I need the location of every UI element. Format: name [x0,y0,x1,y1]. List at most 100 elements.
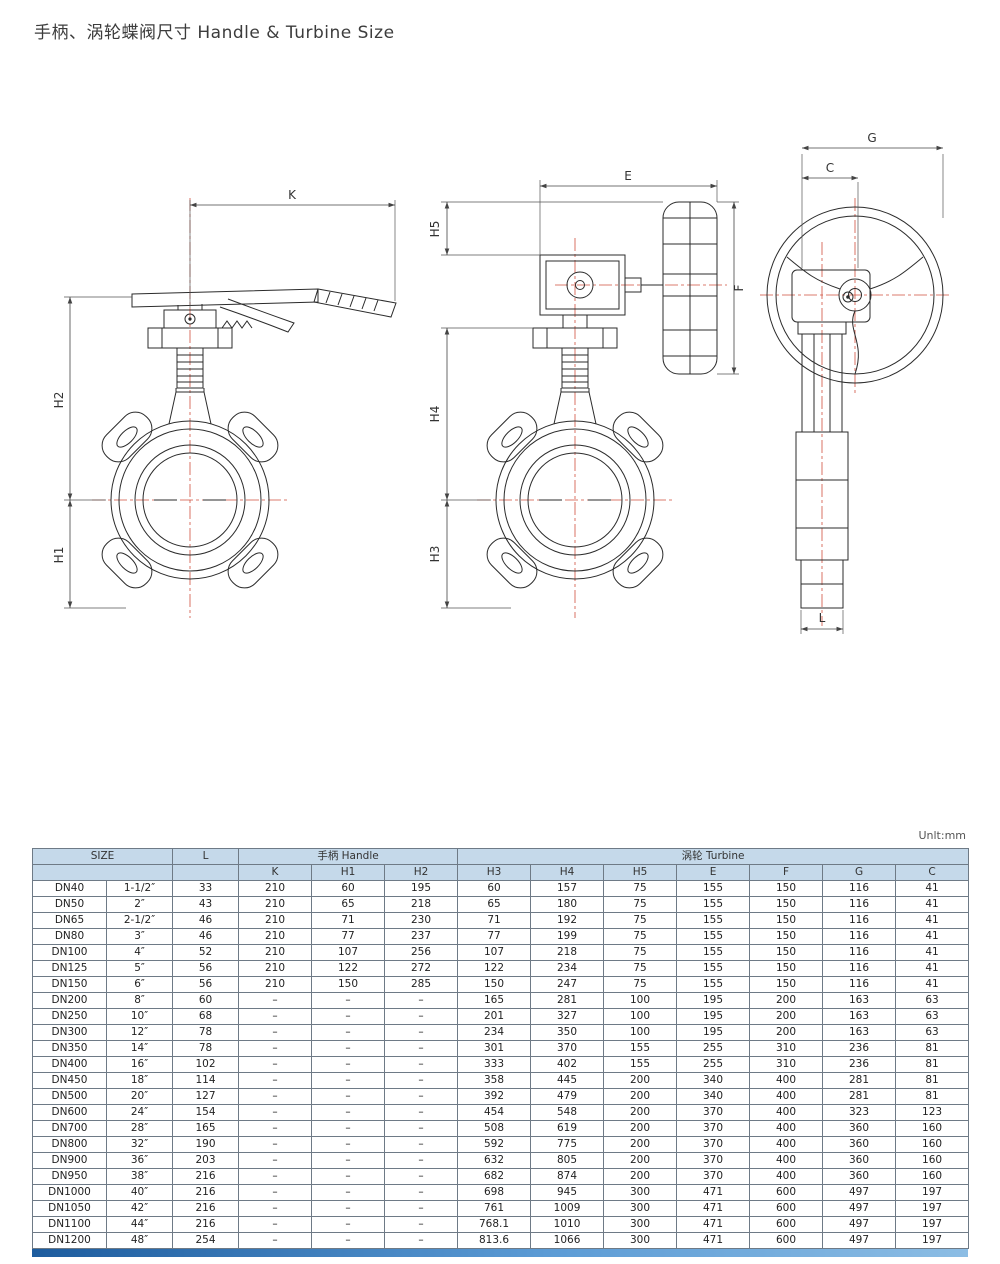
table-cell: – [311,1168,385,1185]
table-cell: 60 [172,992,239,1009]
dim-label-f: F [732,284,746,291]
table-cell: 41 [895,896,970,913]
table-cell: DN80 [32,928,107,945]
col-header-F: F [749,864,824,881]
table-cell: 81 [895,1088,970,1105]
table-cell: 300 [603,1184,678,1201]
table-cell: 63 [895,992,970,1009]
table-cell: 75 [603,896,678,913]
table-cell: 116 [822,976,897,993]
table-cell: 163 [822,1008,897,1025]
table-cell: 197 [895,1200,970,1217]
col-header-H2: H2 [383,864,459,881]
table-cell: 75 [603,960,678,977]
table-cell: 155 [676,928,751,945]
table-cell: 100 [603,1024,678,1041]
table-cell: 340 [676,1072,751,1089]
table-cell: – [383,1008,459,1025]
table-cell: 102 [172,1056,239,1073]
table-cell: 41 [895,928,970,945]
table-cell: – [383,1200,459,1217]
table-cell: 150 [749,880,824,897]
table-cell: 38″ [106,1168,173,1185]
table-cell: 32″ [106,1136,173,1153]
table-cell: – [238,1200,312,1217]
table-cell: 60 [311,880,385,897]
dim-label-h4: H4 [428,406,442,423]
table-cell: 200 [603,1168,678,1185]
col-header-E: E [676,864,751,881]
dim-label-e: E [624,169,632,183]
table-cell: 254 [172,1232,239,1249]
table-cell: – [383,1152,459,1169]
table-cell: 323 [822,1104,897,1121]
table-cell: 761 [457,1200,532,1217]
table-cell: – [311,1104,385,1121]
table-cell: 75 [603,880,678,897]
table-cell: 370 [676,1136,751,1153]
table-cell: 200 [749,1024,824,1041]
dim-label-l: L [819,611,826,625]
table-cell: 310 [749,1056,824,1073]
table-cell: DN200 [32,992,107,1009]
table-cell: – [383,1216,459,1233]
table-cell: 479 [530,1088,605,1105]
table-cell: 40″ [106,1184,173,1201]
table-cell: 163 [822,1024,897,1041]
table-cell: 497 [822,1184,897,1201]
col-header-l: L [172,848,239,865]
table-cell: 768.1 [457,1216,532,1233]
table-cell: 805 [530,1152,605,1169]
col-header-l-spacer [172,864,239,881]
table-cell: 60 [457,880,532,897]
col-header-H1: H1 [311,864,385,881]
table-cell: 698 [457,1184,532,1201]
table-cell: 65 [311,896,385,913]
view-handle-front: K H2 H1 [52,188,397,618]
table-cell: 216 [172,1200,239,1217]
col-header-H5: H5 [603,864,678,881]
table-cell: 301 [457,1040,532,1057]
table-cell: – [383,1184,459,1201]
table-cell: 114 [172,1072,239,1089]
table-cell: 150 [311,976,385,993]
table-cell: 310 [749,1040,824,1057]
table-cell: 775 [530,1136,605,1153]
table-cell: 155 [676,912,751,929]
table-cell: 81 [895,1072,970,1089]
table-cell: DN600 [32,1104,107,1121]
table-cell: 195 [676,992,751,1009]
table-cell: – [238,1104,312,1121]
table-cell: – [311,1136,385,1153]
table-cell: 471 [676,1200,751,1217]
table-cell: – [238,1120,312,1137]
table-cell: 1010 [530,1216,605,1233]
dim-label-g: G [867,131,876,145]
table-cell: 150 [749,960,824,977]
table-cell: 370 [676,1152,751,1169]
table-cell: 210 [238,960,312,977]
table-cell: 52 [172,944,239,961]
table-cell: 195 [676,1024,751,1041]
table-cell: 6″ [106,976,173,993]
table-cell: 44″ [106,1216,173,1233]
table-cell: – [238,1168,312,1185]
table-cell: 255 [676,1040,751,1057]
gearbox [539,254,663,329]
table-cell: 210 [238,976,312,993]
table-cell: DN900 [32,1152,107,1169]
table-cell: 75 [603,928,678,945]
table-cell: 236 [822,1040,897,1057]
table-cell: 200 [603,1120,678,1137]
table-cell: 471 [676,1216,751,1233]
footer-accent-bar [32,1249,968,1257]
table-cell: 200 [603,1104,678,1121]
dim-label-h2: H2 [52,392,66,409]
table-cell: 3″ [106,928,173,945]
